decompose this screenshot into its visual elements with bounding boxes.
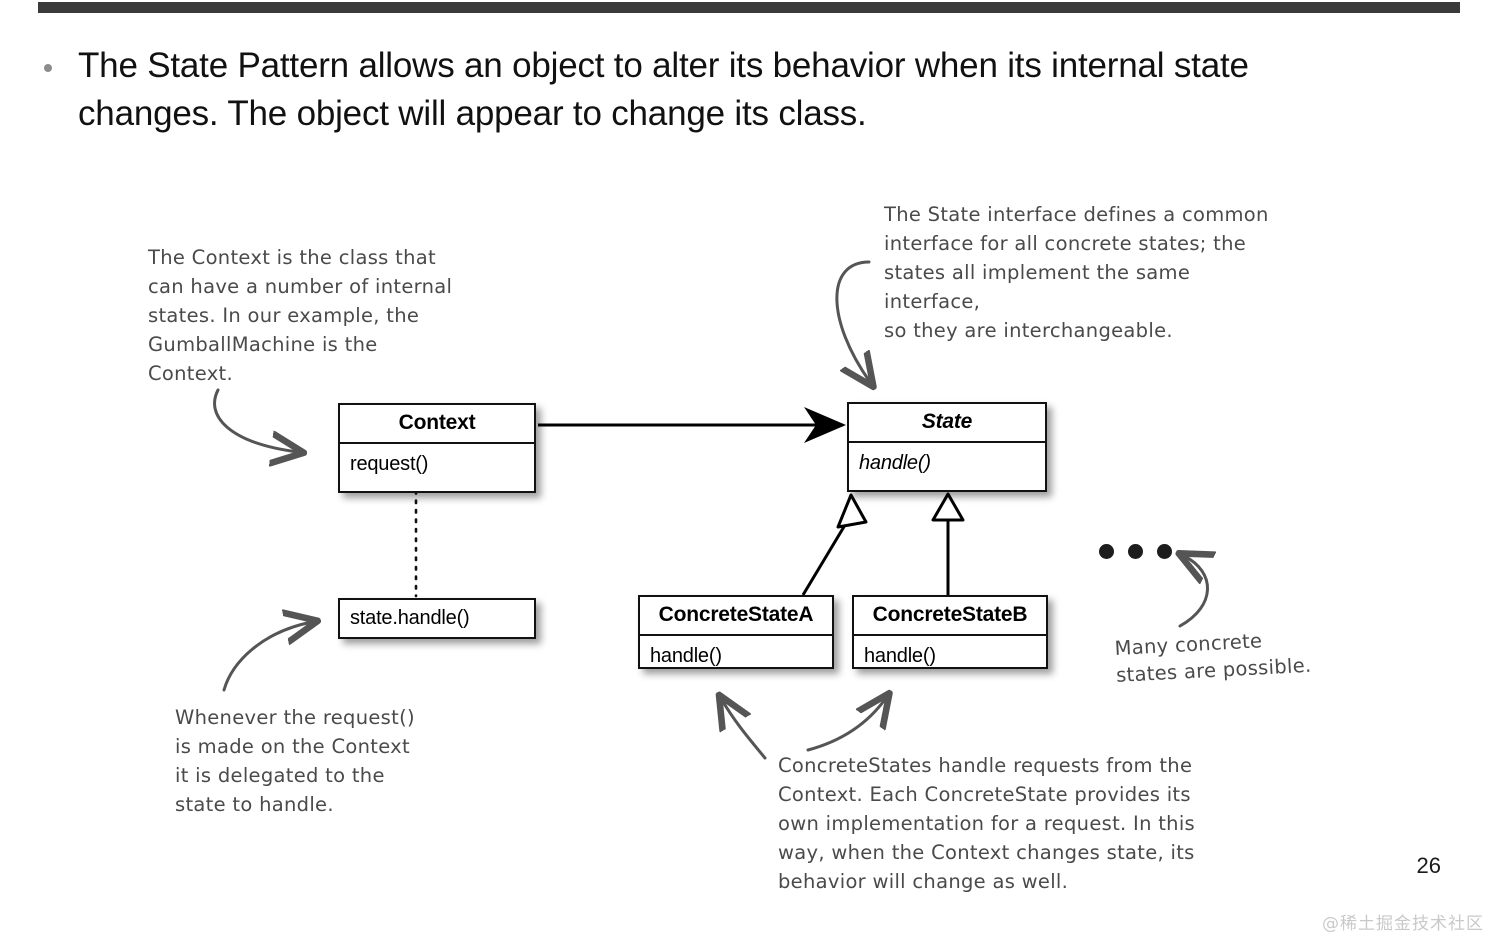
uml-class-concrete-state-a: ConcreteStateA handle() (638, 595, 834, 669)
handdrawn-arrow-to-concrete-state-b (806, 698, 886, 752)
annotation-many-states-note: Many concrete states are possible. (1114, 629, 1312, 687)
bullet-text: The State Pattern allows an object to al… (78, 46, 1249, 133)
handdrawn-arrow-to-concrete-state-a (722, 700, 767, 760)
watermark: @稀土掘金技术社区 (1322, 914, 1484, 934)
handdrawn-arrow-to-ellipsis (1180, 556, 1208, 628)
uml-class-concrete-state-b-member: handle() (864, 645, 936, 667)
page-number: 26 (1416, 853, 1441, 878)
uml-class-state-member: handle() (859, 452, 931, 474)
generalization-csa-to-state (801, 493, 868, 596)
uml-class-context: Context request() (338, 403, 536, 493)
handdrawn-arrow-to-state (835, 260, 870, 382)
uml-class-concrete-state-a-member: handle() (650, 645, 722, 667)
bullet-marker-icon (44, 64, 52, 72)
annotation-context-note: The Context is the class that can have a… (148, 246, 453, 385)
handdrawn-arrow-to-statehandle (222, 622, 312, 692)
generalization-csb-to-state (931, 492, 965, 595)
bullet-block: The State Pattern allows an object to al… (44, 42, 1384, 138)
uml-class-state: State handle() (847, 402, 1047, 492)
uml-class-concrete-state-b-title: ConcreteStateB (854, 597, 1046, 636)
uml-class-concrete-state-a-title: ConcreteStateA (640, 597, 832, 636)
annotation-concrete-note: ConcreteStates handle requests from the … (778, 754, 1196, 893)
uml-class-concrete-state-b: ConcreteStateB handle() (852, 595, 1048, 669)
handdrawn-arrow-to-context (213, 388, 298, 452)
uml-class-context-title: Context (340, 405, 534, 444)
annotation-whenever-note: Whenever the request() is made on the Co… (175, 706, 415, 816)
ellipsis-dots-icon (1099, 544, 1172, 559)
uml-class-state-title: State (849, 404, 1045, 443)
uml-note-state-handle: state.handle() (338, 598, 536, 639)
slide-top-bar (38, 2, 1460, 13)
uml-note-state-handle-text: state.handle() (350, 607, 470, 629)
uml-class-context-member: request() (350, 453, 429, 475)
annotation-state-note: The State interface defines a common int… (884, 203, 1269, 342)
